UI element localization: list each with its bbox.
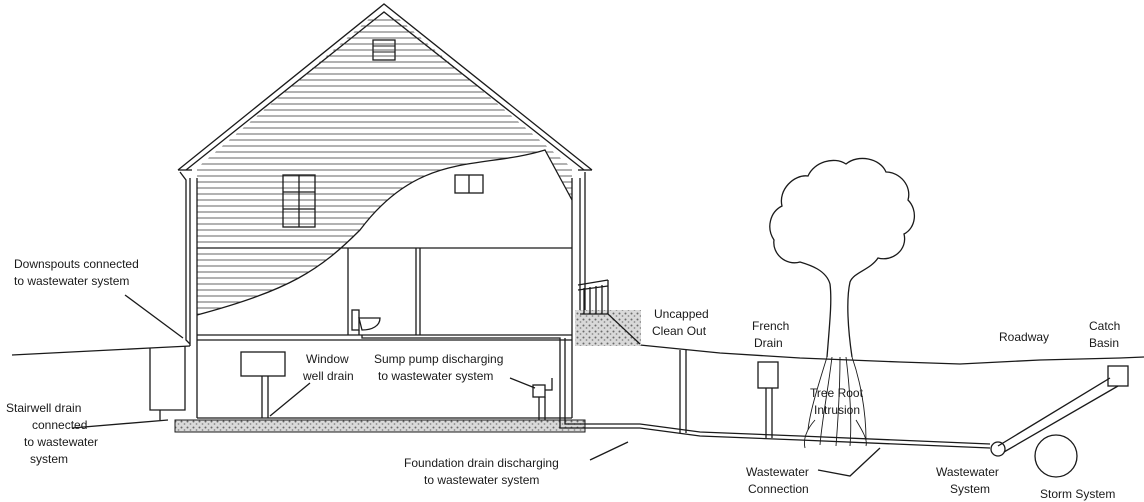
house	[149, 3, 593, 420]
label-roadway: Roadway	[999, 330, 1049, 344]
foundation-gravel	[174, 419, 586, 433]
label-stairwell: Stairwell drain	[6, 401, 81, 415]
label-tree-2: Intrusion	[814, 403, 860, 417]
toilet	[351, 309, 381, 335]
storm-pipe	[1034, 434, 1078, 478]
label-window: Window	[306, 352, 349, 366]
rear-deck	[577, 279, 641, 345]
house-siding	[197, 19, 572, 315]
deck-gravel	[575, 310, 641, 346]
label-downspouts-2: to wastewater system	[14, 274, 129, 288]
sewer-pipe	[559, 350, 1119, 453]
label-foundation: Foundation drain discharging	[404, 456, 559, 470]
label-foundation-2: to wastewater system	[424, 473, 539, 487]
label-wwsys-2: System	[950, 482, 990, 496]
label-french: French	[752, 319, 789, 333]
tree	[769, 157, 915, 449]
wastewater-main	[990, 441, 1006, 457]
label-tree: Tree Root	[810, 386, 864, 400]
label-catch: Catch	[1089, 319, 1120, 333]
label-cleanout-2: Clean Out	[652, 324, 707, 338]
catch-basin	[1107, 365, 1129, 387]
leader-lines	[71, 294, 881, 477]
label-sump: Sump pump discharging	[374, 352, 503, 366]
ground-surface	[11, 343, 1144, 365]
label-stairwell-3: to wastewater	[24, 435, 98, 449]
window-well	[240, 351, 286, 377]
upper-window-right	[454, 174, 484, 194]
label-catch-2: Basin	[1089, 336, 1119, 350]
label-sump-2: to wastewater system	[378, 369, 493, 383]
label-french-2: Drain	[754, 336, 783, 350]
label-window-2: well drain	[302, 369, 354, 383]
label-wwsys: Wastewater	[936, 465, 999, 479]
label-downspouts: Downspouts connected	[14, 257, 139, 271]
label-stairwell-4: system	[30, 452, 68, 466]
label-wwconn: Wastewater	[746, 465, 809, 479]
upper-window	[282, 174, 316, 228]
label-stairwell-2: connected	[32, 418, 87, 432]
label-storm: Storm System	[1040, 487, 1115, 501]
label-cleanout: Uncapped	[654, 307, 709, 321]
labels: Downspouts connected to wastewater syste…	[6, 257, 1120, 501]
sump-pump	[532, 378, 553, 420]
label-wwconn-2: Connection	[748, 482, 809, 496]
